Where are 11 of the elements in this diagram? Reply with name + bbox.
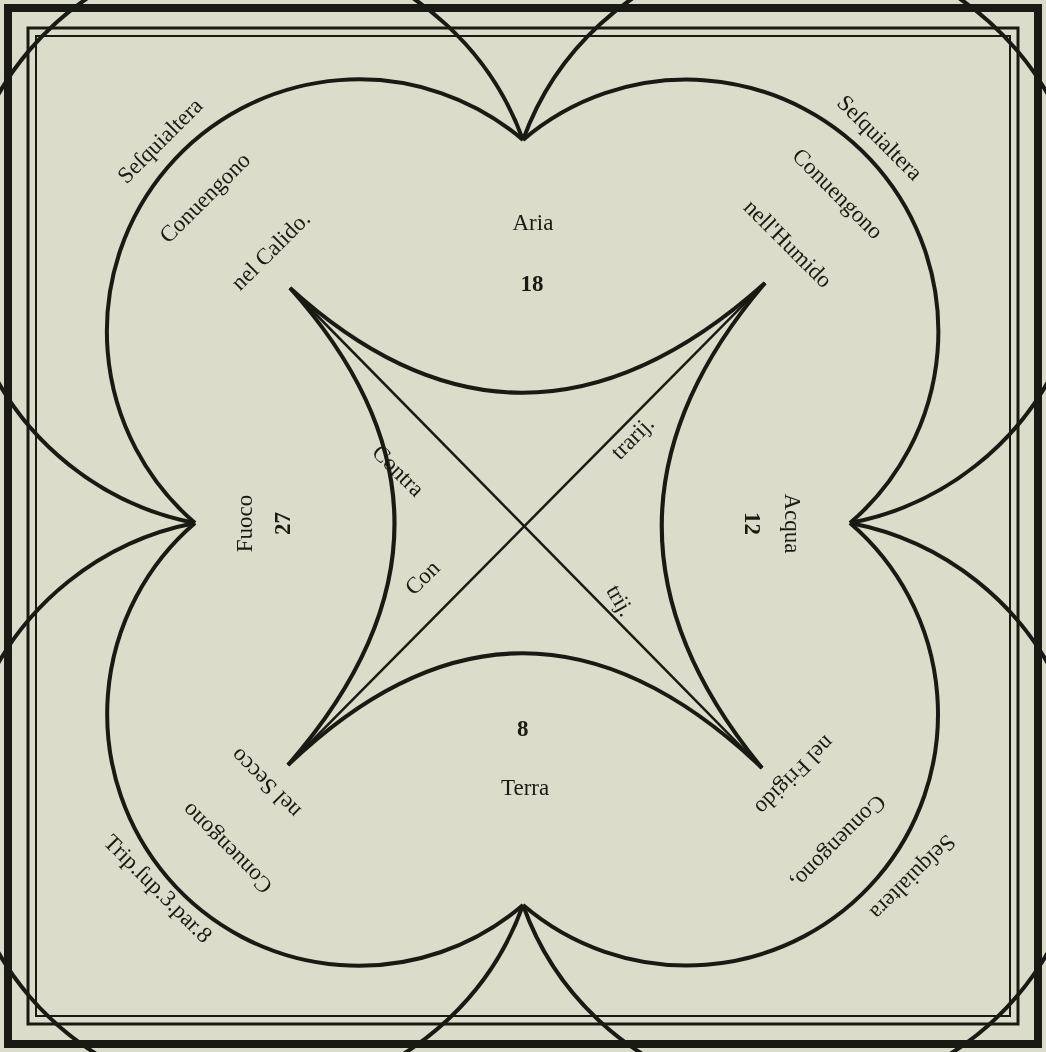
relation-label: trarij.: [606, 411, 659, 463]
number-label: 12: [740, 511, 764, 535]
element-label: Fuoco: [233, 494, 257, 552]
number-label: 8: [517, 716, 529, 740]
number-label: 27: [270, 511, 294, 535]
element-label: Terra: [501, 775, 550, 799]
relation-label: Con: [400, 555, 444, 599]
element-label: Acqua: [780, 493, 804, 553]
relation-label: trij.: [601, 580, 638, 620]
element-label: Aria: [512, 210, 554, 234]
number-label: 18: [520, 271, 544, 295]
